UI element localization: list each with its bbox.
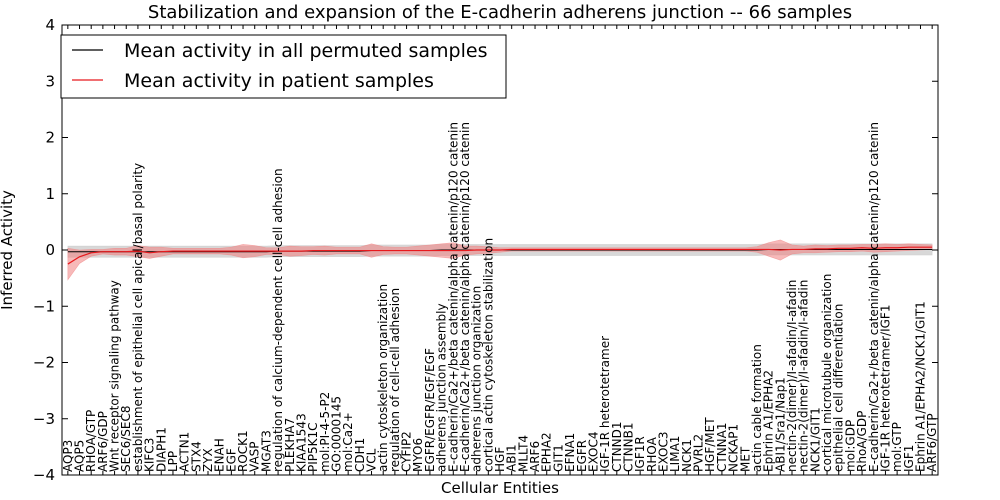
y-tick-label: 1	[45, 185, 55, 203]
x-tick-label: ABI1	[505, 444, 519, 472]
x-tick-label: ARF6	[528, 441, 542, 472]
x-tick-label: AQP5	[73, 440, 87, 472]
x-tick-label: epithelial cell differentiation	[832, 304, 846, 472]
series-line-patient	[67, 246, 933, 265]
x-tick-label: SEC6/SEC8	[119, 406, 133, 472]
x-tick-label: EXOC4	[586, 432, 600, 473]
x-tick-label: CTNNA1	[715, 422, 729, 472]
x-tick-label: KIAA1543	[294, 413, 308, 472]
y-tick-label: 2	[45, 129, 55, 147]
x-tick-label: mol:Ca2+	[341, 412, 355, 472]
x-tick-label: establishment of epithelial cell apical/…	[131, 163, 145, 472]
y-tick-label: 3	[45, 72, 55, 90]
legend: Mean activity in all permuted samplesMea…	[60, 34, 507, 99]
legend-box	[60, 34, 507, 99]
x-tick-label: EXOC3	[657, 432, 671, 473]
x-tick-label: VASP	[248, 441, 262, 472]
y-tick-label: −3	[33, 410, 55, 428]
x-tick-label: VCL	[365, 448, 379, 472]
x-tick-label: ZYX	[201, 448, 215, 472]
x-tick-label: EGF	[224, 448, 238, 472]
y-tick-label: 4	[45, 16, 55, 34]
x-tick-label: Wnt receptor signaling pathway	[108, 280, 122, 472]
x-tick-label: ARF6/GDP	[96, 411, 110, 472]
x-tick-label: ROCK1	[236, 430, 250, 472]
x-tick-label: regulation of cell-cell adhesion	[388, 288, 402, 472]
x-tick-label: LPP	[166, 451, 180, 472]
x-tick-label: NCKAP1	[727, 424, 741, 472]
x-tick-label: cortical microtubule organization	[820, 274, 834, 472]
x-tick-label: adherens junction assembly	[435, 303, 449, 472]
x-tick-label: EPHA2	[540, 432, 554, 472]
x-tick-label: IGF1R	[633, 436, 647, 472]
x-tick-label: CTNND1	[610, 421, 624, 472]
x-tick-label: adherens junction organization	[470, 286, 484, 472]
x-tick-label: HGF	[493, 447, 507, 472]
x-tick-label: KIFC3	[143, 438, 157, 472]
x-tick-label: IGF-1R heterotetramer	[598, 336, 612, 472]
x-tick-label: CTNNB1	[621, 422, 635, 472]
chart-title: Stabilization and expansion of the E-cad…	[148, 2, 852, 23]
x-tick-label: PIP5K1C	[306, 422, 320, 472]
x-tick-label: actin cable formation	[750, 344, 764, 472]
x-tick-label: cortical actin cytoskeleton stabilizatio…	[481, 238, 495, 472]
y-tick-label: 0	[45, 241, 55, 259]
x-tick-label: ABI1/Sra1/Nap1	[773, 377, 787, 472]
x-tick-label: E-cadherin/Ca2+/beta catenin/alpha caten…	[867, 122, 881, 472]
x-axis-title: Cellular Entities	[441, 479, 559, 497]
x-tick-label: HGF/MET	[703, 417, 717, 472]
x-tick-label: MET	[738, 446, 752, 472]
x-tick-label: E-cadherin/Ca2+/beta catenin/alpha caten…	[446, 122, 460, 472]
x-tick-label: IGF-1R heterotetramer/IGF1	[878, 305, 892, 472]
y-axis-title: Inferred Activity	[0, 190, 16, 310]
x-tick-label: PVRL2	[692, 434, 706, 472]
x-tick-label: PLEKHA7	[283, 418, 297, 472]
x-tick-label: DIAPH1	[154, 427, 168, 472]
y-tick-label: −2	[33, 354, 55, 372]
x-tick-label: LIMA1	[668, 436, 682, 472]
x-tick-label: Ephrin A1/EPHA2	[762, 370, 776, 472]
x-tick-label: MGAT3	[259, 430, 273, 472]
x-tick-label: mol:PI-4-5-P2	[318, 392, 332, 472]
x-tick-label: EFNA1	[563, 433, 577, 472]
x-tick-label: GIT1	[551, 444, 565, 472]
x-tick-label: actin cytoskeleton organization	[376, 284, 390, 472]
y-tick-label: −4	[33, 466, 55, 484]
x-tick-label: regulation of calcium-dependent cell-cel…	[271, 168, 285, 472]
x-tick-label: CYFIP2	[400, 431, 414, 472]
x-tick-label: nectin-2(dimer)/I-afadin/I-afadin	[785, 280, 799, 472]
plot-area: −4 −3 −2 −1 0 1 2 3 4AQP3AQP5RHOA/GTPARF6/GDPWnt…	[33, 16, 939, 484]
x-tick-label: AQP3	[61, 440, 75, 472]
x-tick-label: E-cadherin/Ca2+/beta catenin/alpha caten…	[458, 122, 472, 472]
x-tick-label: ENAH	[213, 438, 227, 472]
x-tick-label: NCK1/GIT1	[808, 407, 822, 472]
x-tick-label: EGFR/EGFR/EGF/EGF	[423, 348, 437, 472]
x-tick-label: RHOA/GTP	[84, 410, 98, 472]
x-tick-label: CDH1	[353, 438, 367, 472]
x-tick-label: IGF1	[902, 445, 916, 472]
x-tick-label: EGFR	[575, 440, 589, 472]
x-tick-label: STX4	[189, 441, 203, 472]
x-tick-label: NCK1	[680, 439, 694, 472]
x-tick-label: GO:0000145	[329, 396, 343, 472]
x-tick-label: MYO6	[411, 438, 425, 472]
y-tick-label: −1	[33, 297, 55, 315]
x-tick-label: Ephrin A1/EPHA2/NCK1/GIT1	[913, 301, 927, 472]
x-tick-label: mol:GTP	[890, 422, 904, 472]
legend-label-0: Mean activity in all permuted samples	[124, 40, 487, 62]
x-tick-label: MLLT4	[516, 435, 530, 472]
x-tick-label: nectin-2(dimer)/I-afadin/I-afadin	[797, 280, 811, 472]
x-tick-label: RhoA/GDP	[855, 411, 869, 472]
x-tick-label: RHOA	[645, 436, 659, 472]
x-tick-label: mol:GDP	[843, 420, 857, 472]
x-tick-label: ARF6/GTP	[925, 413, 939, 472]
legend-label-1: Mean activity in patient samples	[124, 70, 434, 92]
x-tick-label: ACTN1	[178, 432, 192, 472]
